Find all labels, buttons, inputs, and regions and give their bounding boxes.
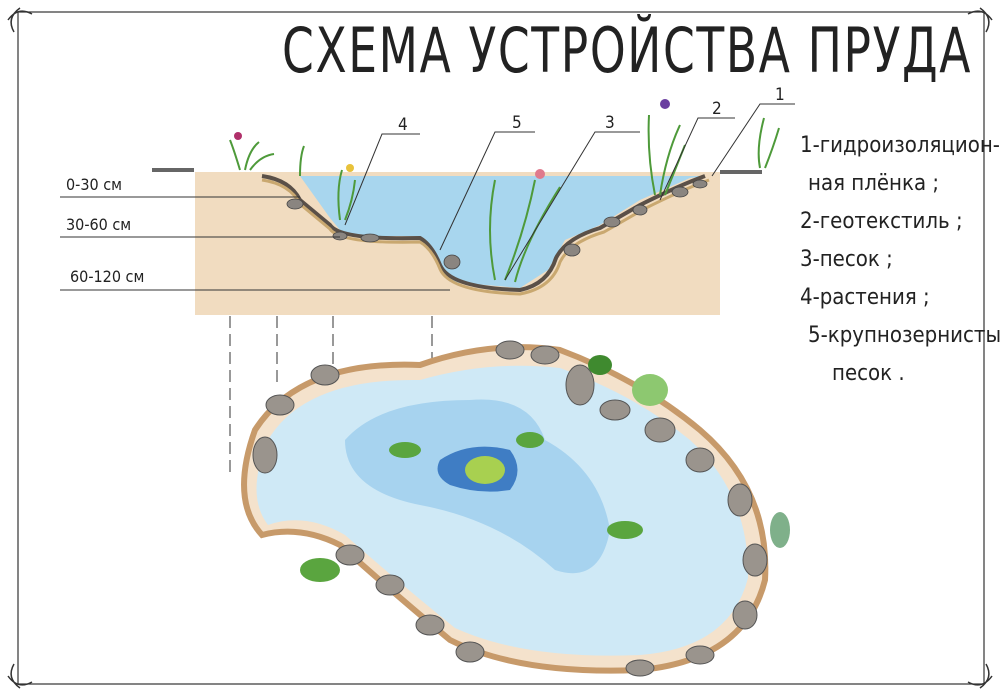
edge-slab-right [720, 170, 762, 174]
legend-line-7: песок . [832, 361, 905, 386]
legend-line-3: 2-геотекстиль ; [800, 209, 963, 234]
depth-lines [60, 196, 450, 291]
plan-plants [300, 355, 790, 582]
callout-lines [344, 103, 795, 281]
stones [286, 179, 708, 270]
legend-line-4: 3-песок ; [800, 247, 893, 272]
legend-line-1: 1-гидроизоляцион- [800, 133, 1000, 158]
depth-label-60-120: 60-120 см [70, 267, 144, 286]
callout-3: 3 [605, 113, 615, 133]
depth-label-0-30: 0-30 см [66, 175, 122, 194]
flower-icon [234, 132, 242, 140]
water [262, 176, 705, 288]
border-stones [252, 340, 768, 677]
lily-icon [535, 169, 545, 179]
diagram-title: СХЕМА УСТРОЙСТВА ПРУДА [282, 14, 972, 87]
corner-ornaments [7, 7, 993, 689]
callout-4: 4 [398, 115, 408, 135]
flower-icon [346, 164, 354, 172]
iris-icon [660, 99, 670, 109]
liner [261, 174, 706, 293]
callout-1: 1 [775, 85, 785, 105]
legend-line-2: ная плёнка ; [808, 171, 939, 196]
cross-section [152, 99, 780, 315]
callout-2: 2 [712, 99, 722, 119]
page-frame [17, 11, 985, 685]
legend-line-5: 4-растения ; [800, 285, 930, 310]
plants [229, 114, 780, 283]
geotextile [261, 178, 710, 296]
edge-slab-left [152, 168, 194, 172]
callout-5: 5 [512, 113, 522, 133]
depth-label-30-60: 30-60 см [66, 215, 131, 234]
legend: 1-гидроизоляцион- ная плёнка ; 2-геотекс… [800, 133, 1000, 386]
plan-view [241, 340, 790, 677]
legend-line-6: 5-крупнозернистый [808, 323, 1000, 348]
